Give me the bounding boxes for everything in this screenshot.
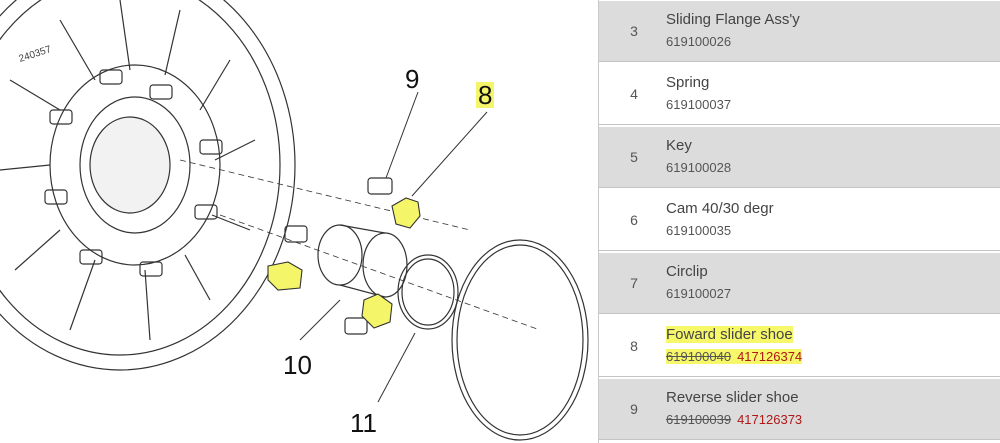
part-code: 619100027 (666, 286, 732, 301)
part-name: Key (666, 137, 692, 154)
part-name: Spring (666, 74, 710, 91)
part-name: Cam 40/30 degr (666, 200, 774, 217)
part-row[interactable]: 6 Cam 40/30 degr 619100035 (599, 190, 1000, 251)
part-row[interactable]: 4 Spring 619100037 (599, 64, 1000, 125)
parts-list: 3 Sliding Flange Ass'y 619100026 4 Spring 619… (598, 0, 1000, 443)
forward-shoe-left (267, 261, 303, 291)
reverse-shoe-upper (367, 177, 393, 195)
clutch-drawing: 240357 (0, 0, 589, 441)
part-number-index: 5 (630, 149, 638, 165)
part-name: Circlip (666, 263, 708, 280)
part-name: Sliding Flange Ass'y (666, 11, 800, 28)
part-row[interactable]: 5 Key 619100028 (599, 127, 1000, 188)
exploded-parts-diagram: 240357 9 8 10 11 (0, 0, 589, 441)
replacement-part-code: 417126374 (737, 349, 803, 364)
part-code: 619100028 (666, 160, 732, 175)
part-name: Foward slider shoe (666, 326, 793, 343)
callout-8: 8 (476, 80, 495, 110)
part-number-index: 3 (630, 23, 638, 39)
part-number-index: 6 (630, 212, 638, 228)
part-number-index: 4 (630, 86, 638, 102)
circlip (397, 254, 459, 330)
part-code: 619100037 (666, 97, 732, 112)
part-code: 619100035 (666, 223, 732, 238)
reverse-shoe-lower (284, 225, 308, 243)
replacement-part-code: 417126373 (737, 412, 803, 427)
large-ring (451, 239, 589, 441)
callout-11: 11 (350, 408, 377, 438)
forward-shoe-right (361, 293, 393, 329)
part-number-index: 8 (630, 338, 638, 354)
part-row[interactable]: 3 Sliding Flange Ass'y 619100026 (599, 1, 1000, 62)
part-number-index: 7 (630, 275, 638, 291)
sheave-hub-inner (79, 96, 191, 234)
part-name: Reverse slider shoe (666, 389, 799, 406)
sheave-outer-rim (0, 0, 296, 371)
sheave-stamp: 240357 (18, 44, 54, 65)
part-number-index: 9 (630, 401, 638, 417)
shoe-bottom (344, 317, 368, 335)
cam-bushing-front (317, 224, 363, 286)
part-row[interactable]: 7 Circlip 619100027 (599, 253, 1000, 314)
sheave-inner-rim (0, 0, 281, 356)
callout-9: 9 (405, 64, 420, 94)
forward-shoe-upper (391, 197, 421, 229)
part-code: 619100026 (666, 34, 732, 49)
callout-10: 10 (283, 350, 312, 380)
cam-bushing-back (362, 232, 408, 298)
